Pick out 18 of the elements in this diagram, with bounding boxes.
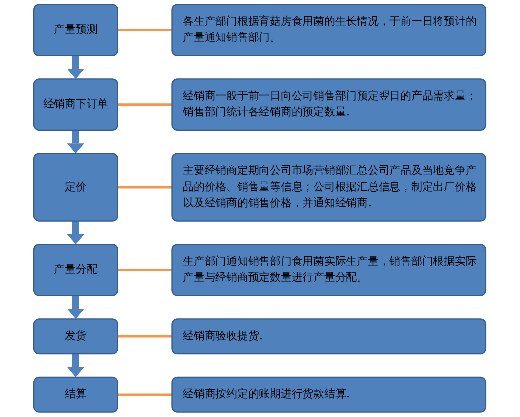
node-box: 经销商下订单 — [33, 78, 118, 132]
node-box: 定价 — [33, 153, 118, 222]
node-box: 经销商一般于前一日向公司销售部门预定翌日的产品需求量；销售部门统计各经销商的预定数量。 — [172, 78, 487, 132]
node-box: 产量预测 — [33, 4, 118, 56]
node-box: 发货 — [33, 318, 118, 355]
node-box: 经销商按约定的账期进行货款结算。 — [172, 376, 487, 413]
node-box: 生产部门通知销售部门食用菌实际生产量，销售部门根据实际产量与经销商预定数量进行产量分配。 — [172, 244, 487, 296]
connector — [118, 104, 172, 106]
node-box: 经销商验收提货。 — [172, 318, 487, 355]
connector — [118, 335, 172, 338]
node-box: 各生产部门根据育菇房食用菌的生长情况，于前一日将预计的产量通知销售部门。 — [172, 4, 487, 56]
node-box: 结算 — [33, 376, 118, 413]
node-box: 产量分配 — [33, 244, 118, 296]
connector — [118, 269, 172, 272]
connector — [118, 29, 172, 32]
connector — [118, 186, 172, 189]
node-box: 主要经销商定期向公司市场营销部汇总公司产品及当地竞争产品的价格、销售量等信息；公司根据汇总信息，制定出厂价格以及经销商的销售价格，并通知经销商。 — [172, 153, 487, 222]
connector — [118, 394, 172, 396]
